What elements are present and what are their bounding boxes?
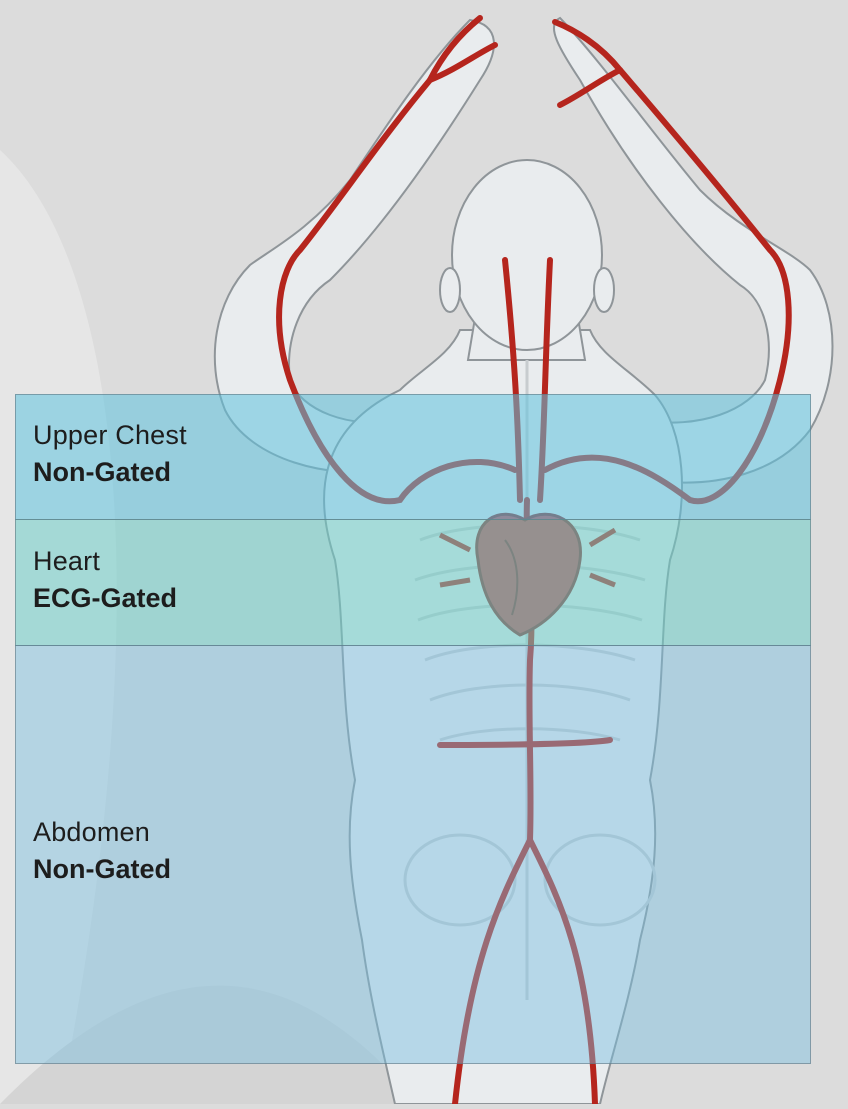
heart-label: Heart ECG-Gated — [33, 546, 177, 614]
region-mode: ECG-Gated — [33, 583, 177, 614]
region-mode: Non-Gated — [33, 457, 187, 488]
region-name: Heart — [33, 546, 177, 577]
abdomen-label: Abdomen Non-Gated — [33, 817, 171, 885]
region-name: Abdomen — [33, 817, 171, 848]
upper-chest-label: Upper Chest Non-Gated — [33, 420, 187, 488]
region-name: Upper Chest — [33, 420, 187, 451]
region-mode: Non-Gated — [33, 854, 171, 885]
